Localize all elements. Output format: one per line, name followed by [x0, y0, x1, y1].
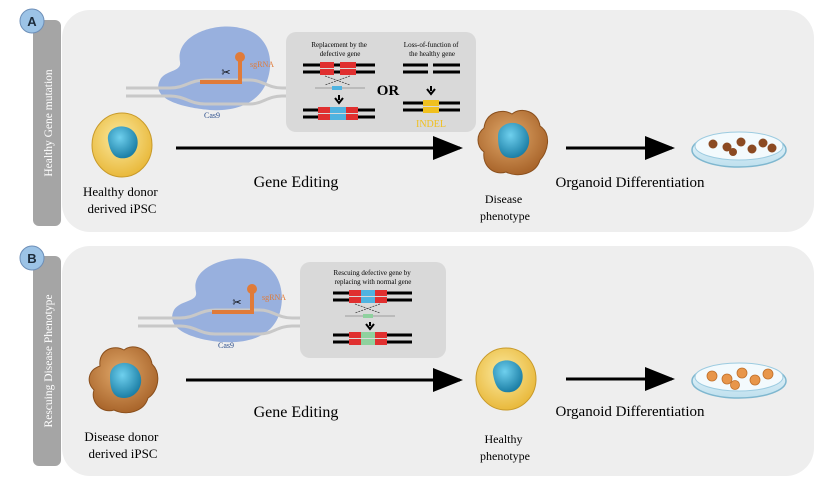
panel-a-side-tab [33, 20, 61, 226]
panel-b-grna-label: sgRNA [262, 293, 286, 302]
cas9-complex-a: ✂ sgRNA Cas9 [126, 26, 300, 120]
editing-options-box-a: Replacement by the defective gene Loss-o… [286, 32, 476, 132]
gene-replacement-diagram [303, 62, 375, 120]
disease-phenotype-cell [477, 110, 548, 176]
sgrna-loop [235, 52, 245, 62]
cas9-complex-b: ✂ sgRNA Cas9 [138, 258, 310, 350]
panel-a-letter-badge [19, 8, 45, 34]
disease-ipsc-cell [88, 346, 159, 414]
panel-a-grna-label: sgRNA [250, 60, 274, 69]
healthy-ipsc-cell [91, 112, 153, 178]
panel-b-cas-label: Cas9 [218, 341, 234, 350]
panel-b-side-label: Rescuing Disease Phenotype [43, 295, 55, 428]
panel-a-letter: A [27, 14, 37, 29]
panel-b-letter: B [27, 251, 36, 266]
panel-a-start-cell-label: Healthy donor derived iPSC [83, 184, 161, 216]
loss-of-function-diagram: INDEL [403, 63, 460, 130]
panel-b: Rescuing Disease Phenotype B ✂ sgRNA Cas… [19, 245, 814, 476]
editing-options-box-b: Rescuing defective gene by replacing wit… [300, 262, 446, 358]
panel-a-end-cell-label: Disease phenotype [480, 192, 530, 223]
gene-rescue-diagram [333, 290, 412, 345]
panel-b-start-cell-label: Disease donor derived iPSC [84, 429, 161, 461]
panel-b-side-tab [33, 256, 61, 466]
scissors-icon: ✂ [221, 67, 230, 79]
panel-a-organoid-label: Organoid Differentiation [556, 175, 705, 191]
scissors-icon: ✂ [232, 297, 241, 309]
panel-a-indel-label: INDEL [416, 119, 446, 130]
healthy-phenotype-cell [475, 347, 537, 411]
panel-b-end-cell-label: Healthy phenotype [480, 432, 530, 463]
panel-a-side-label: Healthy Gene mutation [43, 69, 55, 177]
panel-a-box-left-title: Replacement by the defective gene [311, 41, 368, 58]
panel-b-box-title: Rescuing defective gene by replacing wit… [334, 269, 413, 286]
cas9-protein [158, 26, 271, 111]
petri-dish-icon [691, 362, 787, 399]
sgrna-strand [200, 60, 242, 84]
dna-strand-bottom [126, 94, 300, 106]
panel-b-letter-badge [19, 245, 45, 271]
panel-a-or-label: OR [377, 83, 400, 99]
panel-a-gene-editing-label: Gene Editing [254, 174, 339, 191]
petri-dish-icon [691, 131, 787, 168]
panel-b-gene-editing-label: Gene Editing [254, 404, 339, 421]
panel-a: Healthy Gene mutation A ✂ sgRNA Cas9 Rep… [19, 8, 814, 232]
panel-a-cas-label: Cas9 [204, 111, 220, 120]
panel-b-organoid-label: Organoid Differentiation [556, 404, 705, 420]
panel-a-box-right-title: Loss-of-function of the healthy gene [404, 41, 460, 58]
